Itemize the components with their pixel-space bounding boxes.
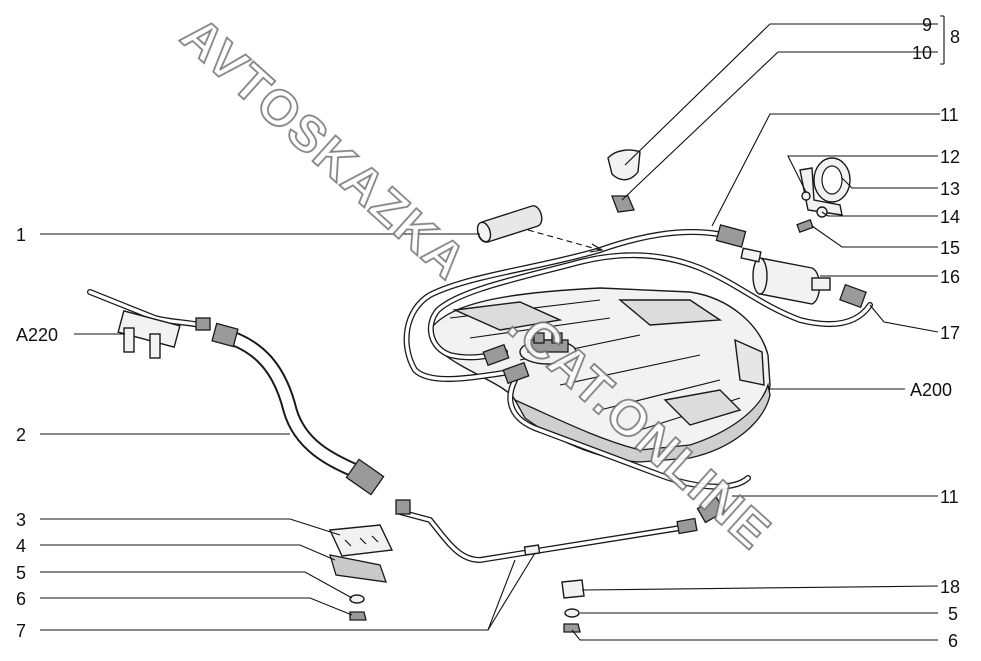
callout-2: 2 xyxy=(16,425,26,445)
callout-labels: 1 2 3 4 5 6 7 A220 9 8 10 11 12 13 14 15… xyxy=(16,15,960,651)
callout-a200: A200 xyxy=(910,380,952,400)
filter-clamp-bracket xyxy=(796,157,851,233)
callout-16: 16 xyxy=(940,267,960,287)
protective-sleeve xyxy=(476,205,543,243)
callout-5-right: 5 xyxy=(948,604,958,624)
fuel-filter xyxy=(740,247,831,305)
callout-11-top: 11 xyxy=(940,105,959,125)
callout-6-right: 6 xyxy=(948,631,958,651)
pipe-clip-right xyxy=(561,579,585,633)
callout-9: 9 xyxy=(922,15,932,35)
callout-4: 4 xyxy=(16,536,26,556)
callout-3: 3 xyxy=(16,510,26,530)
callout-7: 7 xyxy=(16,621,26,641)
callout-12: 12 xyxy=(940,147,960,167)
flexible-fuel-hose xyxy=(211,322,385,496)
callout-11-bottom: 11 xyxy=(940,487,959,507)
callout-5: 5 xyxy=(16,563,26,583)
callout-a220: A220 xyxy=(16,325,58,345)
pipe-clip-bracket-left xyxy=(328,524,394,621)
callout-13: 13 xyxy=(940,179,960,199)
fuel-rail xyxy=(87,289,211,359)
watermark-line1: AVTOSKAZKA xyxy=(171,7,478,291)
callout-10: 10 xyxy=(912,43,932,63)
callout-14: 14 xyxy=(940,207,960,227)
watermark: AVTOSKAZKA .CAT.ONLINE xyxy=(170,6,783,562)
fuel-pump-module xyxy=(519,332,577,365)
callout-17: 17 xyxy=(940,323,960,343)
pipe-holder-clips xyxy=(607,149,641,213)
leader-lines xyxy=(40,15,945,641)
callout-18: 18 xyxy=(940,577,960,597)
fuel-pipe-11-loop xyxy=(403,224,873,524)
metal-fuel-pipe xyxy=(395,499,698,564)
callout-1: 1 xyxy=(16,225,26,245)
callout-8: 8 xyxy=(950,27,960,47)
callout-6: 6 xyxy=(16,589,26,609)
callout-15: 15 xyxy=(940,238,960,258)
